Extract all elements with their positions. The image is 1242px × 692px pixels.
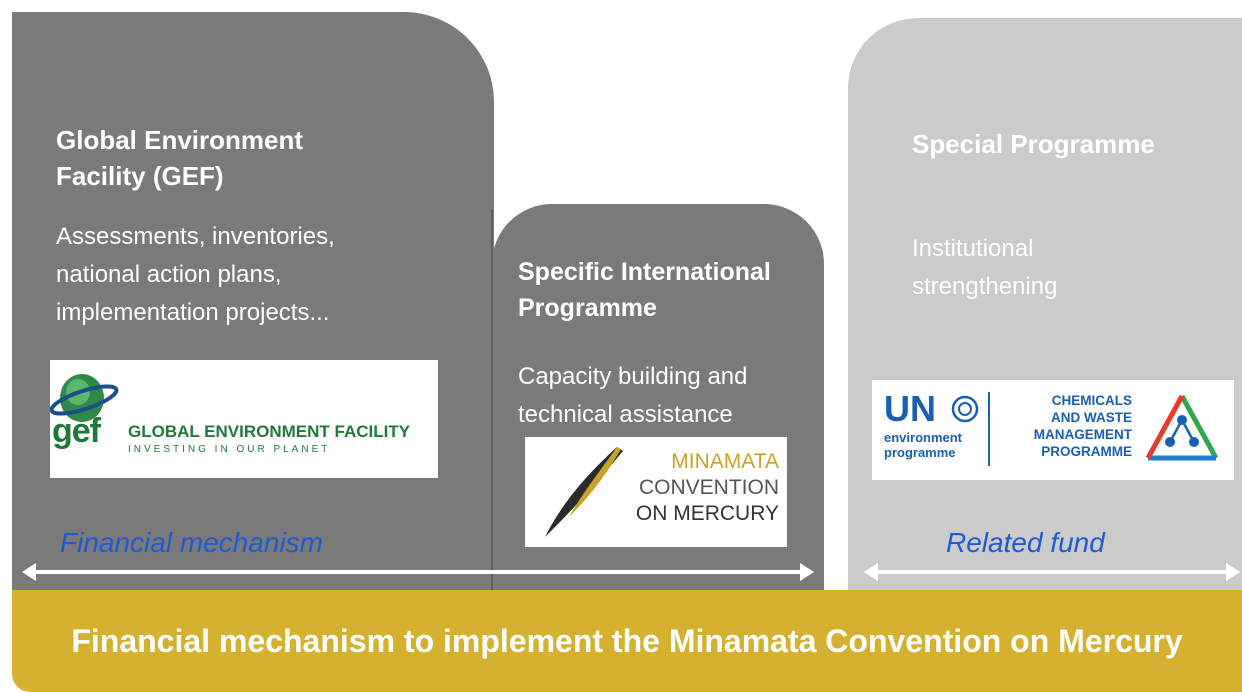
cwmp-text: CHEMICALS AND WASTE MANAGEMENT PROGRAMME — [994, 392, 1132, 460]
gef-title-line2: Facility (GEF) — [56, 161, 224, 191]
panel-divider — [491, 210, 493, 590]
financial-mechanism-arrow — [22, 563, 814, 581]
unep-env-line2: programme — [884, 445, 956, 460]
minamata-line1: MINAMATA — [671, 450, 779, 473]
gef-globe-icon — [50, 374, 119, 422]
gef-panel — [12, 12, 494, 612]
related-fund-caption: Related fund — [946, 527, 1105, 558]
banner-text: Financial mechanism to implement the Min… — [71, 622, 1183, 659]
cwmp-triangle-icon — [1145, 394, 1219, 461]
sip-desc-line2: technical assistance — [518, 401, 733, 428]
sip-title: Specific International Programme — [518, 254, 771, 326]
sp-title: Special Programme — [912, 129, 1155, 159]
special-programme-panel — [848, 18, 1242, 612]
unep-env-line1: environment — [884, 430, 963, 445]
sp-desc-line2: strengthening — [912, 273, 1058, 300]
un-mark: UN — [884, 388, 936, 429]
cwmp-line2: AND WASTE — [1051, 410, 1132, 425]
sip-title-line2: Programme — [518, 294, 657, 322]
gef-mark: gef — [52, 412, 101, 450]
gef-logo: gef GLOBAL ENVIRONMENT FACILITY INVESTIN… — [50, 360, 438, 478]
sip-desc-line1: Capacity building and — [518, 363, 748, 390]
gef-desc-line3: implementation projects... — [56, 299, 330, 326]
cwmp-line4: PROGRAMME — [1041, 444, 1132, 459]
unep-logo-divider — [988, 392, 990, 466]
gef-description: Assessments, inventories, national actio… — [56, 218, 335, 332]
gef-logo-tagline: INVESTING IN OUR PLANET — [128, 444, 331, 455]
gef-title-line1: Global Environment — [56, 125, 304, 155]
gef-logo-name: GLOBAL ENVIRONMENT FACILITY — [128, 422, 411, 441]
gef-desc-line1: Assessments, inventories, — [56, 223, 335, 250]
unep-env-text: environment programme — [884, 430, 962, 460]
sp-description: Institutional strengthening — [912, 230, 1057, 306]
financial-mechanism-caption: Financial mechanism — [60, 527, 323, 558]
sip-description: Capacity building and technical assistan… — [518, 358, 748, 434]
unep-chemicals-waste-logo: UN environment programme CHEMICALS AND W… — [872, 380, 1234, 480]
minamata-line2: CONVENTION — [638, 476, 779, 499]
gef-title: Global Environment Facility (GEF) — [56, 122, 303, 194]
sp-desc-line1: Institutional — [912, 235, 1034, 262]
minamata-logo-text: MINAMATA CONVENTION ON MERCURY — [636, 449, 779, 527]
minamata-logo: MINAMATA CONVENTION ON MERCURY — [525, 437, 787, 547]
minamata-swoosh-icon — [545, 447, 623, 537]
cwmp-line1: CHEMICALS — [1051, 393, 1132, 408]
bottom-banner: Financial mechanism to implement the Min… — [12, 590, 1242, 692]
un-emblem-icon — [951, 395, 979, 423]
related-fund-arrow — [864, 563, 1240, 581]
gef-desc-line2: national action plans, — [56, 261, 282, 288]
minamata-line3: ON MERCURY — [635, 502, 779, 525]
sip-title-line1: Specific International — [518, 258, 771, 286]
cwmp-line3: MANAGEMENT — [1033, 427, 1132, 442]
